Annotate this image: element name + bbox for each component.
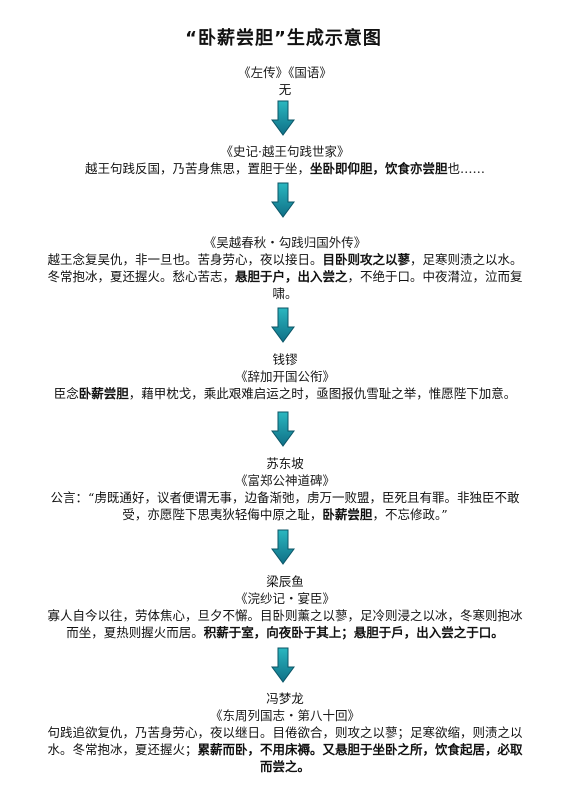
passage-text: ，藉甲枕戈，乘此艰难启运之时，亟图报仇雪耻之举，惟愿陛下加意。: [128, 386, 517, 401]
node-liangchenyu: 梁辰鱼 《浣纱记・宴臣》 寡人自今以往，劳体焦心，旦夕不懈。目卧则薰之以蓼，足冷…: [28, 573, 542, 641]
passage-text: ，不绝于口。中夜潸泣，泣而复: [347, 269, 523, 284]
passage-text: 寡人自今以往，劳体焦心，旦夕不懈。目卧则薰之以蓼，足冷则浸之以冰，冬寒则抱冰: [47, 608, 523, 623]
passage-text: 公言：“虏既通好，议者便谓无事，边备渐弛，虏万一败盟，臣死且有罪。非独臣不敢: [50, 490, 520, 505]
emphasized-text: 悬胆于户，出入尝之: [234, 269, 348, 284]
down-arrow-icon: [271, 411, 295, 447]
page-title: “卧薪尝胆”生成示意图: [185, 28, 382, 49]
emphasized-text: 而尝之。: [259, 759, 310, 774]
passage-text: ，不忘修政。”: [372, 507, 448, 522]
passage-line: 公言：“虏既通好，议者便谓无事，边备渐弛，虏万一败盟，臣死且有罪。非独臣不敢: [28, 489, 542, 506]
down-arrow-icon: [271, 182, 295, 218]
emphasized-text: 积薪于室，向夜卧于其上；悬胆于戶，出入尝之于口。: [203, 625, 504, 640]
passage-text: 无: [278, 82, 292, 97]
node-source: 《左传》《国语》: [238, 65, 332, 80]
node-text: 句践追欲复仇，乃苦身劳心，夜以继日。目倦欲合，则攻之以蓼；足寒欲缩，则渍之以水。…: [28, 724, 542, 775]
passage-line: 而坐，夏热则握火而居。积薪于室，向夜卧于其上；悬胆于戶，出入尝之于口。: [28, 624, 542, 641]
passage-text: 水。冬常抱冰，夏还握火；: [47, 742, 198, 757]
node-source: 《东周列国志・第八十回》: [209, 708, 360, 723]
node-source: 《辞加开国公衔》: [234, 369, 335, 384]
passage-text: 啸。: [272, 286, 298, 301]
passage-text: 也……: [447, 161, 486, 176]
node-zuozhuan: 《左传》《国语》 无: [28, 64, 542, 98]
passage-line: 越王念复吴仇，非一旦也。苦身劳心，夜以接日。目卧则攻之以蓼，足寒则渍之以水。: [28, 251, 542, 268]
node-text: 寡人自今以往，劳体焦心，旦夕不懈。目卧则薰之以蓼，足冷则浸之以冰，冬寒则抱冰而坐…: [28, 607, 542, 641]
passage-text: 冬常抱冰，夏还握火。愁心苦志，: [47, 269, 235, 284]
emphasized-text: 坐卧即仰胆，饮食亦尝胆: [309, 161, 448, 176]
passage-line: 受，亦愿陛下思夷狄轻侮中原之耻，卧薪尝胆，不忘修政。”: [28, 506, 542, 523]
emphasized-text: 卧薪尝胆: [78, 386, 129, 401]
passage-line: 寡人自今以往，劳体焦心，旦夕不懈。目卧则薰之以蓼，足冷则浸之以冰，冬寒则抱冰: [28, 607, 542, 624]
passage-line: 越王句践反国，乃苦身焦思，置胆于坐，坐卧即仰胆，饮食亦尝胆也……: [28, 160, 542, 177]
down-arrow-icon: [271, 647, 295, 683]
node-source: 《吴越春秋・勾践归国外传》: [203, 235, 367, 250]
node-fengmenglong: 冯梦龙 《东周列国志・第八十回》 句践追欲复仇，乃苦身劳心，夜以继日。目倦欲合，…: [28, 690, 542, 775]
passage-text: 越王句践反国，乃苦身焦思，置胆于坐，: [84, 161, 310, 176]
node-source: 《浣纱记・宴臣》: [234, 591, 335, 606]
node-text: 越王句践反国，乃苦身焦思，置胆于坐，坐卧即仰胆，饮食亦尝胆也……: [28, 160, 542, 177]
down-arrow-icon: [271, 100, 295, 136]
node-source: 《富郑公神道碑》: [234, 473, 335, 488]
passage-line: 臣念卧薪尝胆，藉甲枕戈，乘此艰难启运之时，亟图报仇雪耻之举，惟愿陛下加意。: [28, 385, 542, 402]
node-author: 苏东坡: [266, 456, 304, 471]
emphasized-text: 卧薪尝胆: [322, 507, 373, 522]
node-text: 臣念卧薪尝胆，藉甲枕戈，乘此艰难启运之时，亟图报仇雪耻之举，惟愿陛下加意。: [28, 385, 542, 402]
node-shiji: 《史记·越王句践世家》 越王句践反国，乃苦身焦思，置胆于坐，坐卧即仰胆，饮食亦尝…: [28, 143, 542, 177]
passage-line: 而尝之。: [28, 758, 542, 775]
node-author: 钱镠: [272, 352, 298, 367]
passage-line: 啸。: [28, 285, 542, 302]
passage-text: ，足寒则渍之以水。: [410, 252, 523, 267]
down-arrow-icon: [271, 529, 295, 565]
passage-text: 受，亦愿陛下思夷狄轻侮中原之耻，: [122, 507, 323, 522]
emphasized-text: 目卧则攻之以蓼: [322, 252, 410, 267]
passage-line: 无: [28, 81, 542, 98]
passage-line: 冬常抱冰，夏还握火。愁心苦志，悬胆于户，出入尝之，不绝于口。中夜潸泣，泣而复: [28, 268, 542, 285]
emphasized-text: 累薪而卧，不用床褥。又悬胆于坐卧之所，饮食起居，必取: [197, 742, 523, 757]
passage-line: 水。冬常抱冰，夏还握火；累薪而卧，不用床褥。又悬胆于坐卧之所，饮食起居，必取: [28, 741, 542, 758]
node-qianliu: 钱镠 《辞加开国公衔》 臣念卧薪尝胆，藉甲枕戈，乘此艰难启运之时，亟图报仇雪耻之…: [28, 351, 542, 402]
passage-text: 臣念: [53, 386, 79, 401]
node-author: 梁辰鱼: [266, 574, 304, 589]
down-arrow-icon: [271, 307, 295, 343]
node-wuyue: 《吴越春秋・勾践归国外传》 越王念复吴仇，非一旦也。苦身劳心，夜以接日。目卧则攻…: [28, 234, 542, 302]
passage-line: 句践追欲复仇，乃苦身劳心，夜以继日。目倦欲合，则攻之以蓼；足寒欲缩，则渍之以: [28, 724, 542, 741]
node-text: 公言：“虏既通好，议者便谓无事，边备渐弛，虏万一败盟，臣死且有罪。非独臣不敢受，…: [28, 489, 542, 523]
node-text: 越王念复吴仇，非一旦也。苦身劳心，夜以接日。目卧则攻之以蓼，足寒则渍之以水。冬常…: [28, 251, 542, 302]
passage-text: 句践追欲复仇，乃苦身劳心，夜以继日。目倦欲合，则攻之以蓼；足寒欲缩，则渍之以: [47, 725, 523, 740]
passage-text: 越王念复吴仇，非一旦也。苦身劳心，夜以接日。: [47, 252, 323, 267]
node-text: 无: [28, 81, 542, 98]
node-author: 冯梦龙: [266, 691, 304, 706]
node-sudongpo: 苏东坡 《富郑公神道碑》 公言：“虏既通好，议者便谓无事，边备渐弛，虏万一败盟，…: [28, 455, 542, 523]
node-source: 《史记·越王句践世家》: [220, 144, 350, 159]
passage-text: 而坐，夏热则握火而居。: [66, 625, 204, 640]
